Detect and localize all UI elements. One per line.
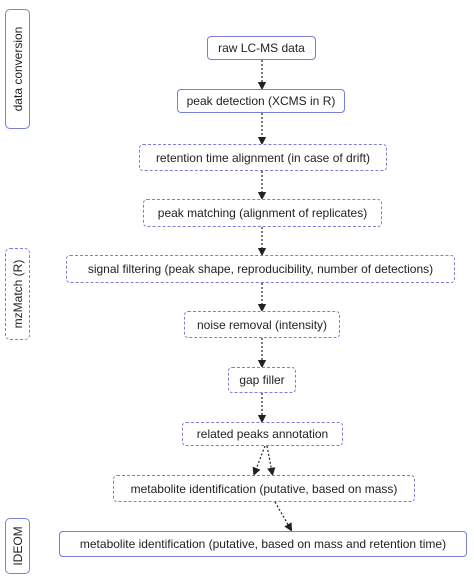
- side-label-text: mzMatch (R): [10, 259, 25, 329]
- step-related-peaks-annotation: related peaks annotation: [182, 422, 343, 446]
- step-retention-time-alignment: retention time alignment (in case of dri…: [139, 144, 387, 171]
- side-label-data-conversion: data conversion: [5, 9, 30, 129]
- step-metabolite-id-mass: metabolite identification (putative, bas…: [113, 475, 415, 502]
- side-label-mzmatch: mzMatch (R): [5, 248, 30, 340]
- step-gap-filler: gap filler: [228, 367, 296, 393]
- step-peak-detection: peak detection (XCMS in R): [177, 89, 345, 113]
- side-label-text: IDEOM: [10, 526, 25, 566]
- side-label-ideom: IDEOM: [5, 518, 30, 574]
- arrow-8a: [252, 445, 266, 476]
- arrow-9: [274, 501, 293, 532]
- step-noise-removal: noise removal (intensity): [184, 311, 340, 338]
- side-label-text: data conversion: [10, 26, 25, 112]
- step-peak-matching: peak matching (alignment of replicates): [143, 199, 382, 227]
- step-raw-data: raw LC-MS data: [207, 36, 316, 60]
- arrow-8b: [266, 445, 276, 477]
- step-metabolite-id-mass-rt: metabolite identification (putative, bas…: [59, 531, 467, 557]
- step-signal-filtering: signal filtering (peak shape, reproducib…: [66, 255, 455, 283]
